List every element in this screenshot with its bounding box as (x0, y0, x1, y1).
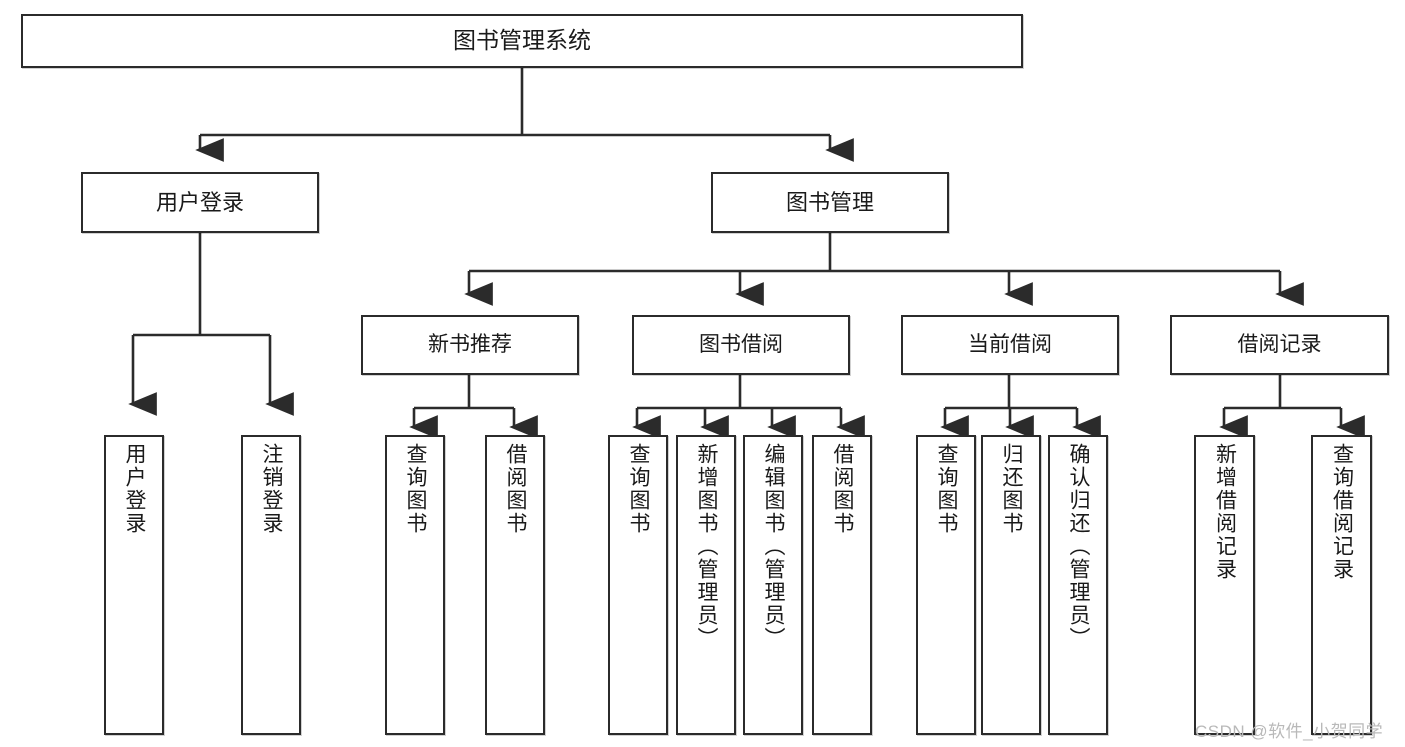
node-book-borrow[interactable]: 图书借阅 (632, 315, 850, 375)
leaf-add-book-label: 新增图书（管理员） (695, 443, 719, 650)
leaf-add-book[interactable]: 新增图书（管理员） (676, 435, 736, 735)
leaf-query-book-2-label: 查询图书 (627, 443, 651, 535)
leaf-query-record-label: 查询借阅记录 (1330, 443, 1354, 581)
leaf-add-record[interactable]: 新增借阅记录 (1194, 435, 1255, 735)
node-root-label: 图书管理系统 (453, 27, 591, 54)
leaf-query-book-3[interactable]: 查询图书 (916, 435, 976, 735)
node-new-book-recommend-label: 新书推荐 (428, 332, 512, 356)
node-book-borrow-label: 图书借阅 (699, 332, 783, 356)
node-user-login-label: 用户登录 (155, 189, 244, 215)
node-user-login[interactable]: 用户登录 (81, 172, 319, 233)
leaf-confirm-return[interactable]: 确认归还（管理员） (1048, 435, 1108, 735)
node-root[interactable]: 图书管理系统 (21, 14, 1023, 68)
leaf-user-login[interactable]: 用户登录 (104, 435, 164, 735)
leaf-logout[interactable]: 注销登录 (241, 435, 301, 735)
node-current-borrow[interactable]: 当前借阅 (901, 315, 1119, 375)
leaf-query-book-2[interactable]: 查询图书 (608, 435, 668, 735)
node-borrow-record[interactable]: 借阅记录 (1170, 315, 1389, 375)
leaf-user-login-label: 用户登录 (123, 443, 147, 535)
node-book-management[interactable]: 图书管理 (711, 172, 949, 233)
leaf-return-book-label: 归还图书 (1000, 443, 1024, 535)
csdn-watermark: CSDN @软件_小贺同学 (1195, 717, 1383, 742)
leaf-add-record-label: 新增借阅记录 (1213, 443, 1237, 581)
leaf-logout-label: 注销登录 (260, 443, 284, 535)
leaf-return-book[interactable]: 归还图书 (981, 435, 1041, 735)
node-book-management-label: 图书管理 (785, 189, 874, 215)
leaf-borrow-book-2[interactable]: 借阅图书 (812, 435, 872, 735)
csdn-watermark-text: CSDN @软件_小贺同学 (1195, 722, 1384, 741)
leaf-query-record[interactable]: 查询借阅记录 (1311, 435, 1372, 735)
leaf-query-book-1-label: 查询图书 (404, 443, 428, 535)
leaf-edit-book-label: 编辑图书（管理员） (762, 443, 786, 650)
leaf-query-book-1[interactable]: 查询图书 (385, 435, 445, 735)
leaf-confirm-return-label: 确认归还（管理员） (1067, 443, 1091, 650)
leaf-query-book-3-label: 查询图书 (935, 443, 959, 535)
leaf-borrow-book-1-label: 借阅图书 (504, 443, 528, 535)
node-current-borrow-label: 当前借阅 (968, 332, 1052, 356)
leaf-edit-book[interactable]: 编辑图书（管理员） (743, 435, 803, 735)
leaf-borrow-book-1[interactable]: 借阅图书 (485, 435, 545, 735)
leaf-borrow-book-2-label: 借阅图书 (831, 443, 855, 535)
node-borrow-record-label: 借阅记录 (1237, 332, 1322, 356)
node-new-book-recommend[interactable]: 新书推荐 (361, 315, 579, 375)
